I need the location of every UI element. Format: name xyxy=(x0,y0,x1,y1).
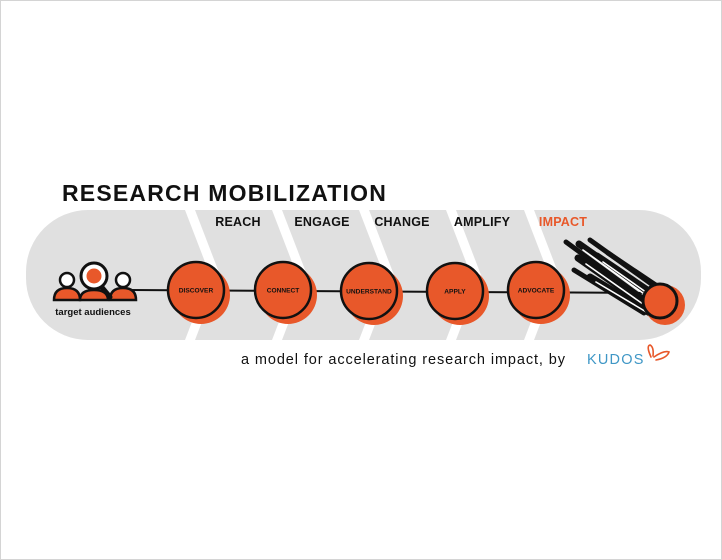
node-circle xyxy=(425,261,485,321)
node-circle xyxy=(253,260,313,320)
node-circle xyxy=(506,260,566,320)
diagram-title: RESEARCH MOBILIZATION xyxy=(62,180,387,206)
node-label-connect: CONNECT xyxy=(267,288,300,295)
node-label-discover: DISCOVER xyxy=(179,288,214,295)
stage-headers: REACH ENGAGE CHANGE AMPLIFY IMPACT xyxy=(215,215,587,229)
node-circle xyxy=(166,260,226,320)
stage-label-impact: IMPACT xyxy=(539,215,587,229)
audience-label: target audiences xyxy=(55,307,131,318)
node-discover: DISCOVER xyxy=(166,260,230,324)
node-circle xyxy=(339,261,399,321)
tagline: a model for accelerating research impact… xyxy=(241,352,566,368)
node-advocate: ADVOCATE xyxy=(506,260,570,324)
stage-label-change: CHANGE xyxy=(374,215,429,229)
node-label-apply: APPLY xyxy=(444,289,466,296)
stage-label-reach: REACH xyxy=(215,215,260,229)
stage-label-amplify: AMPLIFY xyxy=(454,215,511,229)
node-understand: UNDERSTAND xyxy=(339,261,403,325)
butterfly-icon xyxy=(647,344,670,361)
brand-name: KUDOS xyxy=(587,352,645,368)
node-apply: APPLY xyxy=(425,261,489,325)
magnifier-people-icon xyxy=(52,261,138,302)
node-label-understand: UNDERSTAND xyxy=(346,289,392,296)
node-label-advocate: ADVOCATE xyxy=(518,288,555,295)
comet-icon xyxy=(563,237,685,325)
stage-label-engage: ENGAGE xyxy=(294,215,349,229)
node-connect: CONNECT xyxy=(253,260,317,324)
